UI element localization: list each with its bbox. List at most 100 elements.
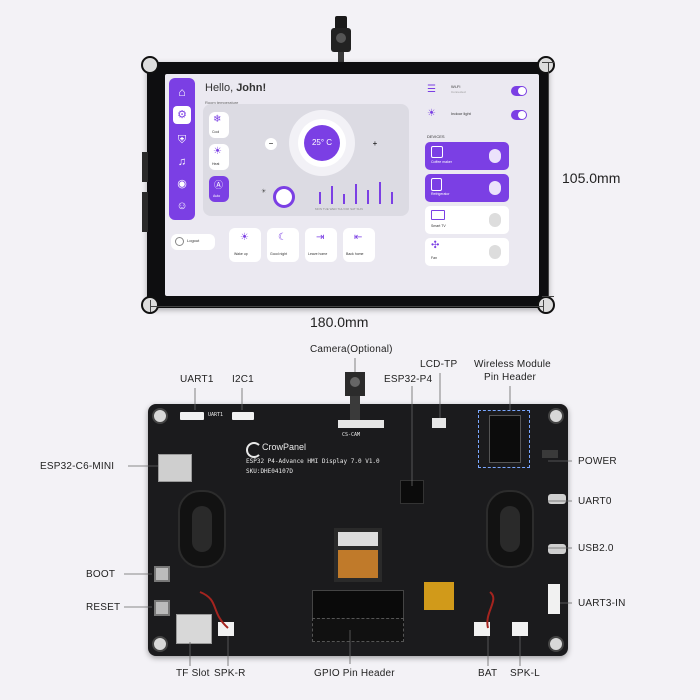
usb-c-usb20	[548, 544, 566, 554]
reset-button[interactable]	[154, 600, 170, 616]
sun-icon: ☀	[213, 146, 222, 157]
callout-lcd-tp: LCD-TP	[420, 359, 458, 370]
mode-cool-button[interactable]: ❄ Cool	[209, 112, 229, 138]
devices-heading: DEVICES	[427, 134, 445, 139]
wireless-module-header	[478, 410, 530, 468]
callout-uart0: UART0	[578, 496, 612, 507]
refrigerator-toggle[interactable]	[489, 181, 501, 195]
callout-wireless-module: Wireless Module	[474, 359, 551, 370]
moon-icon: ☾	[278, 232, 287, 243]
device-refrigerator[interactable]: Refrigerator	[425, 174, 509, 202]
temperature-decrease-button[interactable]: −	[265, 138, 277, 150]
lcd-screen: ⌂ ⚙ ⛨ ♫ ◉ ☺ Hello, John! Room temperatur…	[165, 74, 539, 296]
brightness-icon: ☀	[261, 189, 267, 195]
tv-icon	[431, 210, 445, 220]
fpc-connector	[334, 528, 382, 582]
home-icon[interactable]: ⌂	[178, 85, 186, 99]
logout-button[interactable]: Logout	[171, 234, 215, 250]
wifi-row: ☰ Wi-Fi Connected	[425, 82, 529, 102]
mode-heat-button[interactable]: ☀ Heat	[209, 144, 229, 170]
pcb-back-view: UART1 CS-CAM CrowPanel ESP32 P4-Advance …	[148, 404, 568, 656]
height-tick-bottom	[542, 296, 554, 297]
fan-icon: ✣	[431, 240, 440, 251]
width-dimension-label: 180.0mm	[310, 314, 369, 330]
lcd-tp-connector	[432, 418, 446, 428]
i2c-connector	[232, 412, 254, 420]
speaker-left	[178, 490, 226, 568]
sunrise-icon: ☀	[240, 232, 249, 243]
width-dimension-line	[150, 306, 544, 307]
location-icon[interactable]: ◉	[177, 178, 187, 190]
temperature-dial[interactable]: 25° C	[289, 110, 355, 176]
wifi-icon: ☰	[427, 84, 436, 95]
smart-tv-toggle[interactable]	[489, 213, 501, 227]
bell-icon[interactable]: ♫	[177, 156, 187, 168]
leave-icon: ⇥	[316, 232, 325, 243]
enter-icon: ⇤	[354, 232, 363, 243]
coffee-maker-toggle[interactable]	[489, 149, 501, 163]
callout-pin-header: Pin Header	[484, 372, 537, 383]
camera-ribbon-connector	[338, 420, 384, 428]
auto-icon: Ⓐ	[214, 180, 224, 190]
callout-spk-l: SPK-L	[510, 668, 540, 679]
board-brand: CrowPanel	[262, 442, 307, 452]
indoor-light-toggle[interactable]	[511, 110, 527, 120]
wifi-toggle[interactable]	[511, 86, 527, 96]
speaker-right	[486, 490, 534, 568]
esp32-c6-mini-module	[158, 454, 192, 482]
thermostat-panel: ❄ Cool ☀ Heat Ⓐ Auto 25° C − +	[203, 104, 409, 216]
callout-reset: RESET	[86, 602, 121, 613]
height-tick-top	[542, 62, 554, 63]
width-tick-left	[150, 300, 151, 312]
gold-pad	[424, 582, 454, 610]
scene-back-home-button[interactable]: ⇤ Back home	[343, 228, 375, 262]
callout-uart1: UART1	[180, 374, 214, 385]
logout-icon	[175, 237, 184, 246]
light-icon: ☀	[427, 108, 436, 119]
settings-icon[interactable]: ⚙	[173, 106, 191, 124]
screen-greeting: Hello, John!	[205, 82, 267, 94]
scene-good-night-button[interactable]: ☾ Good night	[267, 228, 299, 262]
device-smart-tv[interactable]: Smart TV	[425, 206, 509, 234]
bar-labels: MON TUE WED THU FRI SAT SUN	[315, 207, 363, 211]
uart3-connector	[548, 584, 560, 614]
callout-gpio-pin-header: GPIO Pin Header	[314, 668, 395, 679]
board-model: ESP32 P4-Advance HMI Display 7.0 V1.0	[246, 458, 380, 465]
callout-esp32-c6-mini: ESP32-C6-MINI	[40, 461, 115, 472]
gpio-header-connector	[312, 618, 404, 642]
callout-uart3-in: UART3-IN	[578, 598, 626, 609]
esp32-p4-chip	[400, 480, 424, 504]
temperature-increase-button[interactable]: +	[372, 139, 378, 148]
device-coffee-maker[interactable]: Coffee maker	[425, 142, 509, 170]
shield-icon[interactable]: ⛨	[177, 134, 187, 146]
spk-l-connector	[512, 622, 528, 636]
display-front-view: ⌂ ⚙ ⛨ ♫ ◉ ☺ Hello, John! Room temperatur…	[141, 16, 555, 314]
board-sku: SKU:DHE04107D	[246, 468, 293, 475]
snowflake-icon: ❄	[213, 114, 222, 125]
boot-button[interactable]	[154, 566, 170, 582]
callout-spk-r: SPK-R	[214, 668, 246, 679]
height-dimension-label: 105.0mm	[562, 170, 621, 186]
callout-power: POWER	[578, 456, 617, 467]
usage-bars: MON TUE WED THU FRI SAT SUN	[313, 182, 403, 212]
indoor-light-row: ☀ Indoor light	[425, 106, 529, 126]
callout-usb20: USB2.0	[578, 543, 614, 554]
callout-i2c1: I2C1	[232, 374, 254, 385]
coffee-icon	[431, 146, 443, 158]
users-icon[interactable]: ☺	[176, 200, 188, 212]
scene-leave-home-button[interactable]: ⇥ Leave home	[305, 228, 337, 262]
power-indicator	[542, 450, 558, 458]
scene-wake-up-button[interactable]: ☀ Wake up	[229, 228, 261, 262]
callout-tf-slot: TF Slot	[176, 668, 210, 679]
callout-camera: Camera(Optional)	[310, 344, 393, 355]
height-dimension-line	[548, 62, 549, 296]
device-fan[interactable]: ✣ Fan	[425, 238, 509, 266]
brightness-dial[interactable]	[273, 186, 295, 208]
temperature-value: 25° C	[304, 125, 340, 161]
fan-toggle[interactable]	[489, 245, 501, 259]
callout-esp32-p4: ESP32-P4	[384, 374, 433, 385]
mode-auto-button[interactable]: Ⓐ Auto	[209, 176, 229, 202]
spk-r-connector	[218, 622, 234, 636]
refrigerator-icon	[431, 178, 442, 191]
camera-module	[331, 16, 351, 64]
